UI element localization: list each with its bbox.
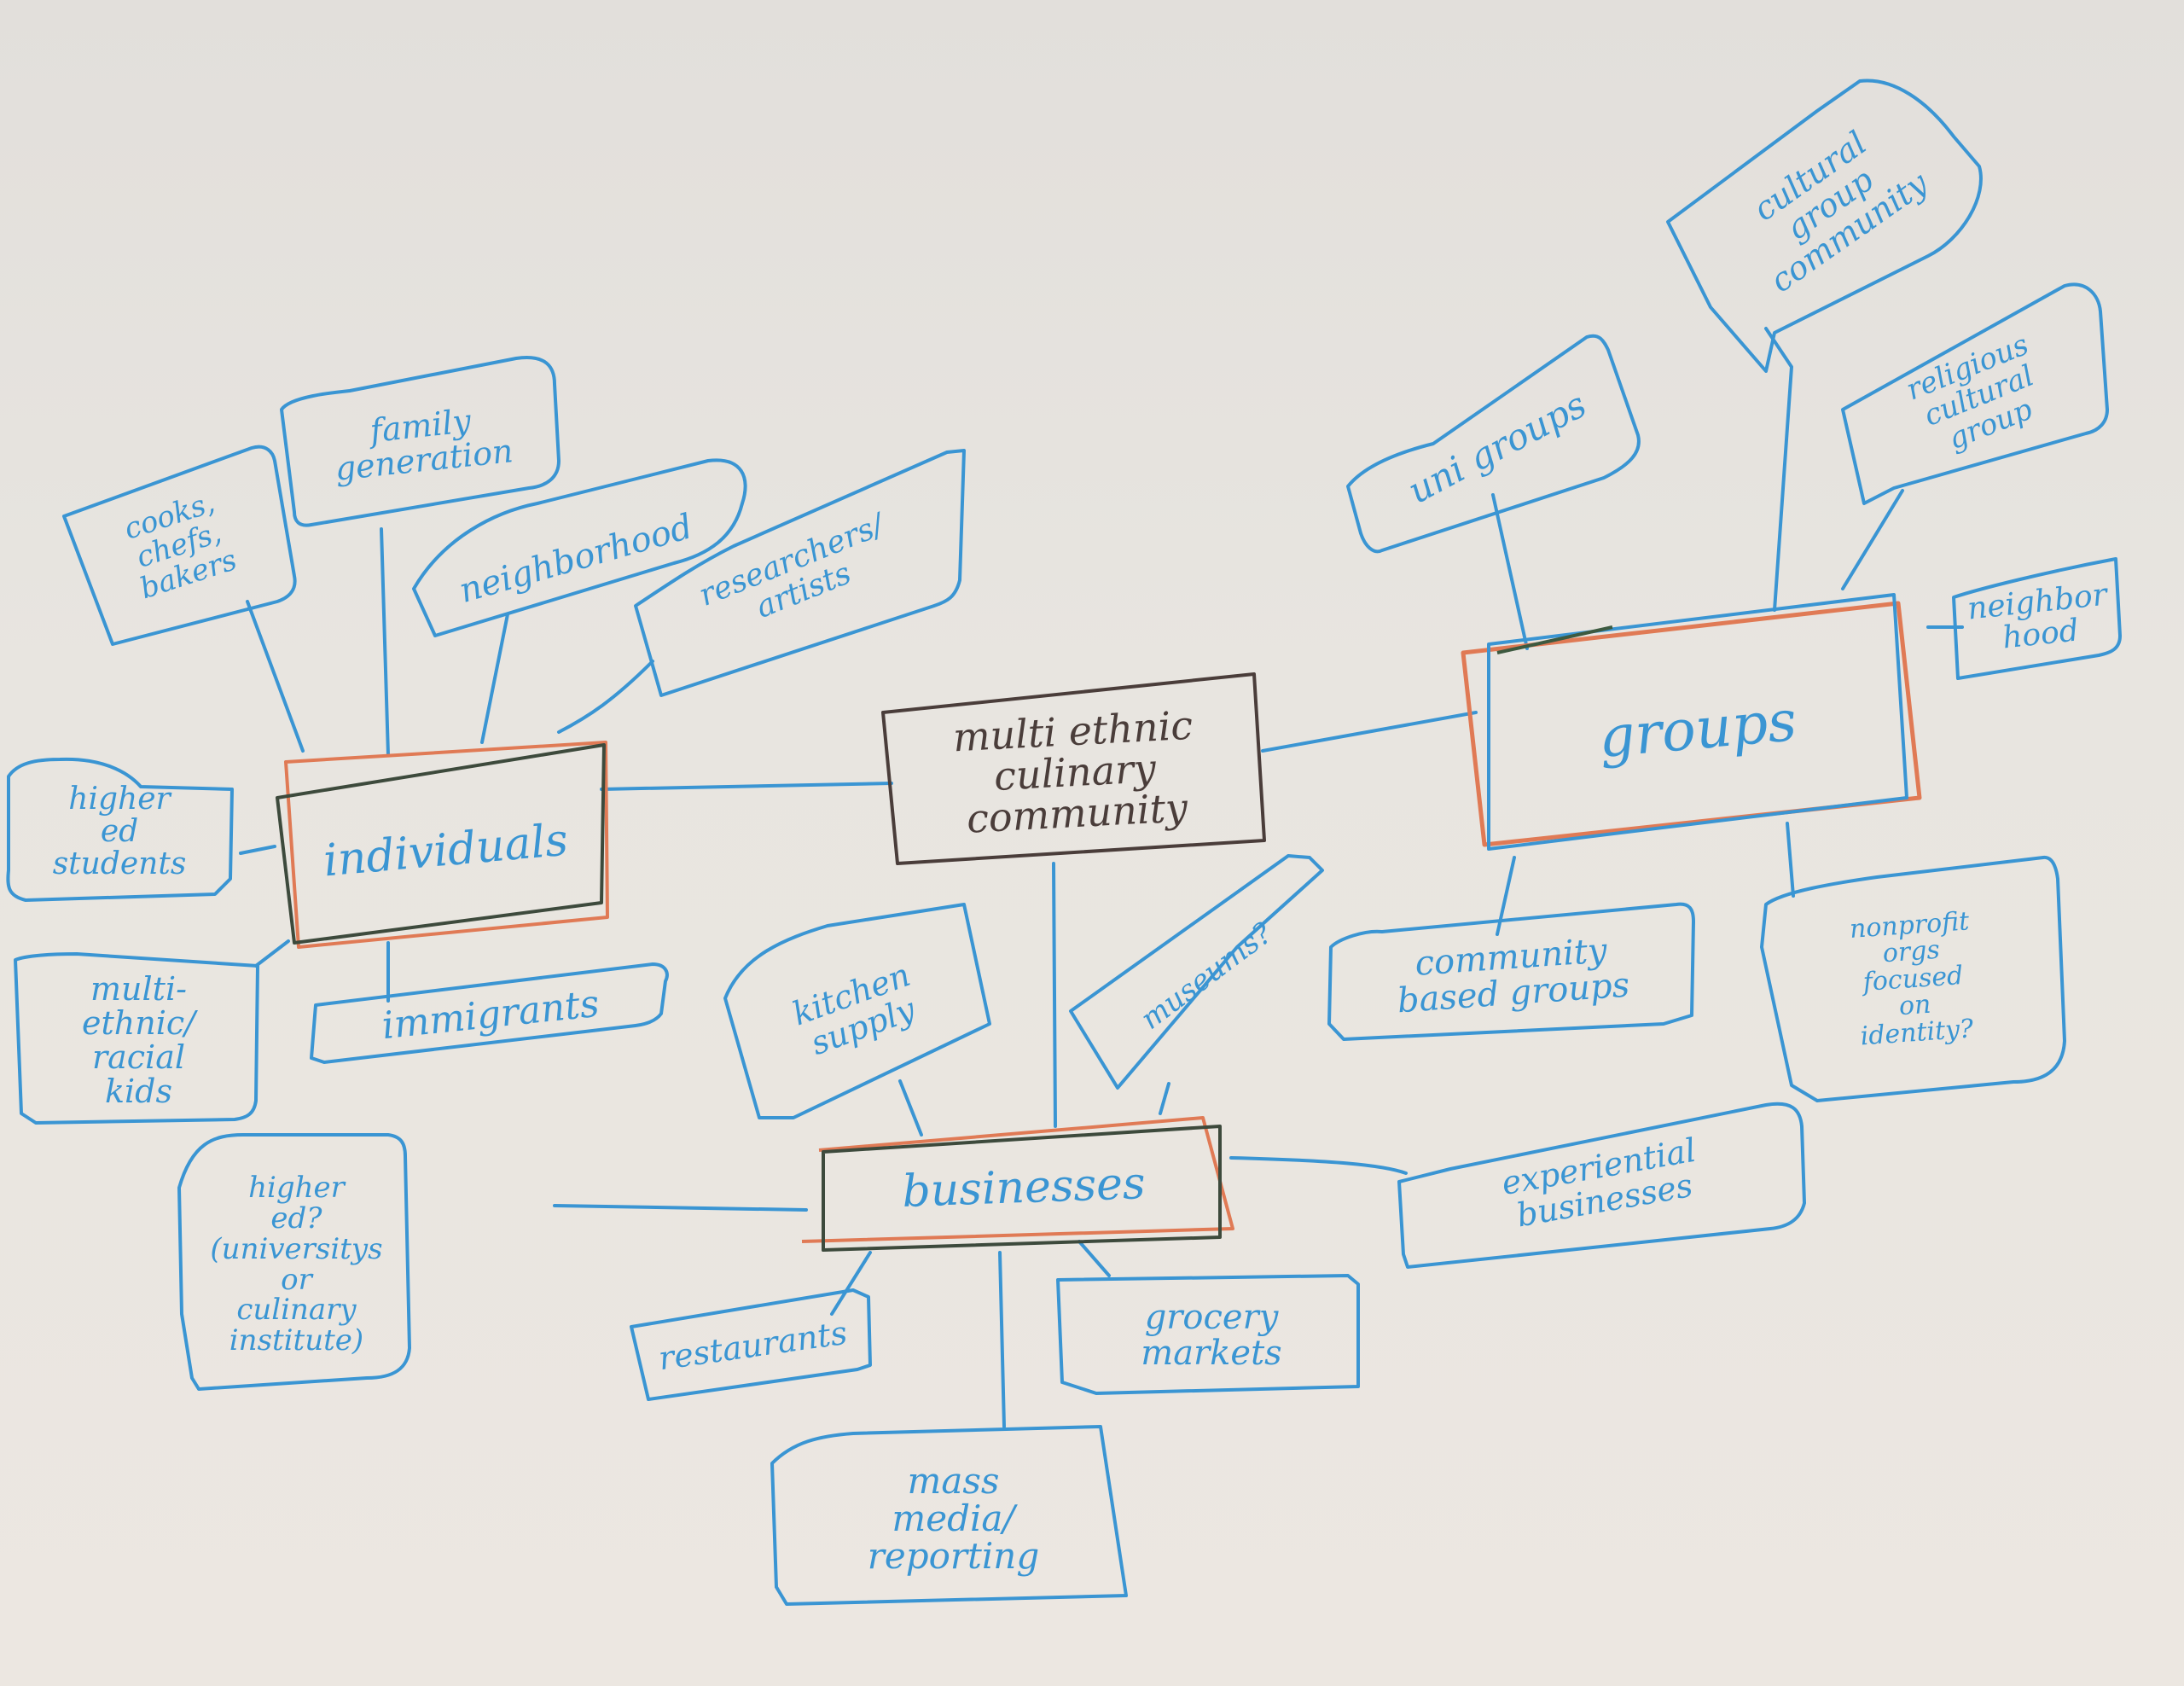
- box-businesses-dark: [822, 1125, 1222, 1252]
- edge-ind-researchers: [557, 660, 654, 734]
- node-kitchen-supply-label: kitchen supply: [787, 956, 921, 1063]
- box-uni-groups: [1346, 334, 1641, 554]
- edge-grp-nonprofit: [1786, 822, 1795, 898]
- category-individuals[interactable]: individuals: [280, 763, 612, 939]
- box-neighborhood-grp: [1952, 557, 2122, 680]
- box-individuals-orange: [284, 741, 609, 949]
- node-community-based[interactable]: community based groups: [1332, 905, 1693, 1045]
- edge-center-groups: [1261, 711, 1478, 753]
- box-nonprofit: [1760, 855, 2066, 1102]
- edge-grp-uni: [1491, 493, 1529, 650]
- box-family: [280, 356, 561, 527]
- edge-biz-restaurants: [830, 1251, 872, 1316]
- node-religious-group-label: religious cultural group: [1902, 328, 2039, 456]
- edge-grp-cultural: [1764, 327, 1793, 612]
- box-museums: [1069, 854, 1324, 1090]
- box-center: [881, 672, 1266, 865]
- edge-center-individuals: [600, 782, 893, 791]
- edge-ind-family: [380, 527, 390, 757]
- box-grocery: [1056, 1274, 1360, 1395]
- edge-biz-experiential: [1229, 1156, 1408, 1175]
- node-neighborhood-groups[interactable]: neighbor hood: [1953, 559, 2125, 677]
- box-individuals-dark: [276, 743, 606, 945]
- edge-biz-mass-media: [998, 1251, 1006, 1428]
- category-businesses[interactable]: businesses: [826, 1128, 1222, 1248]
- box-groups-dark-top: [1496, 625, 1613, 654]
- category-individuals-label: individuals: [321, 814, 571, 887]
- box-researchers: [634, 449, 966, 697]
- node-mass-media-label: mass media/ reporting: [867, 1459, 1040, 1578]
- node-grocery-label: grocery markets: [1141, 1298, 1282, 1373]
- box-neighborhood: [412, 458, 747, 637]
- box-religious: [1841, 282, 2109, 505]
- category-businesses-label: businesses: [901, 1158, 1147, 1218]
- node-community-based-label: community based groups: [1396, 930, 1631, 1020]
- box-restaurants: [630, 1288, 872, 1401]
- box-cultural: [1666, 78, 1983, 373]
- center-node-label: multi ethnic culinary community: [951, 701, 1194, 842]
- box-groups-orange: [1461, 601, 1922, 847]
- node-restaurants-label: restaurants: [656, 1313, 850, 1377]
- node-higher-ed-students-label: higher ed students: [52, 782, 187, 881]
- node-experiential-label: experiential businesses: [1498, 1131, 1699, 1234]
- box-kitchen: [723, 903, 991, 1119]
- node-neighborhood-groups-label: neighbor hood: [1966, 577, 2109, 656]
- edge-ind-cooks: [246, 600, 305, 753]
- node-family-label: family generation: [333, 402, 515, 488]
- center-node[interactable]: multi ethnic culinary community: [888, 686, 1263, 858]
- edge-biz-higher-ed: [553, 1204, 808, 1212]
- node-multiethnic-kids-label: multi- ethnic/ racial kids: [82, 970, 195, 1110]
- box-groups-blue: [1487, 593, 1908, 851]
- edge-biz-grocery: [1077, 1240, 1111, 1277]
- node-nonprofit-label: nonprofit orgs focused on identity?: [1848, 906, 1975, 1052]
- node-cooks-label: cooks, chefs, bakers: [119, 485, 241, 607]
- edge-center-businesses: [1052, 862, 1057, 1128]
- edge-ind-kids: [254, 939, 290, 968]
- box-immigrants: [310, 962, 669, 1064]
- edge-biz-museums: [1159, 1082, 1170, 1115]
- box-higher-ed-students: [6, 757, 234, 902]
- node-grocery[interactable]: grocery markets: [1066, 1280, 1356, 1391]
- category-groups[interactable]: groups: [1484, 606, 1911, 854]
- category-groups-label: groups: [1595, 688, 1799, 771]
- node-immigrants-label: immigrants: [380, 981, 601, 1049]
- box-community-based: [1327, 902, 1695, 1041]
- box-cooks: [62, 445, 297, 646]
- edge-ind-higher-ed: [239, 845, 276, 855]
- edge-grp-religious: [1841, 489, 1904, 590]
- node-uni-groups-label: uni groups: [1401, 383, 1594, 512]
- box-mass-media: [770, 1425, 1128, 1606]
- node-higher-ed-institutions-label: higher ed? (universitys or culinary inst…: [210, 1171, 383, 1358]
- node-multiethnic-kids[interactable]: multi- ethnic/ racial kids: [21, 960, 256, 1122]
- edge-ind-neighborhood: [480, 613, 509, 744]
- box-kids: [14, 952, 259, 1125]
- box-experiential: [1397, 1102, 1806, 1269]
- edge-biz-kitchen: [898, 1079, 923, 1137]
- box-higher-ed-inst: [177, 1133, 411, 1391]
- node-higher-ed-institutions[interactable]: higher ed? (universitys or culinary inst…: [188, 1148, 405, 1382]
- node-mass-media[interactable]: mass media/ reporting: [785, 1438, 1122, 1600]
- node-higher-ed-students[interactable]: higher ed students: [9, 768, 230, 896]
- node-nonprofit[interactable]: nonprofit orgs focused on identity?: [1763, 865, 2063, 1094]
- box-businesses-orange: [801, 1116, 1234, 1243]
- node-family[interactable]: family generation: [288, 363, 556, 525]
